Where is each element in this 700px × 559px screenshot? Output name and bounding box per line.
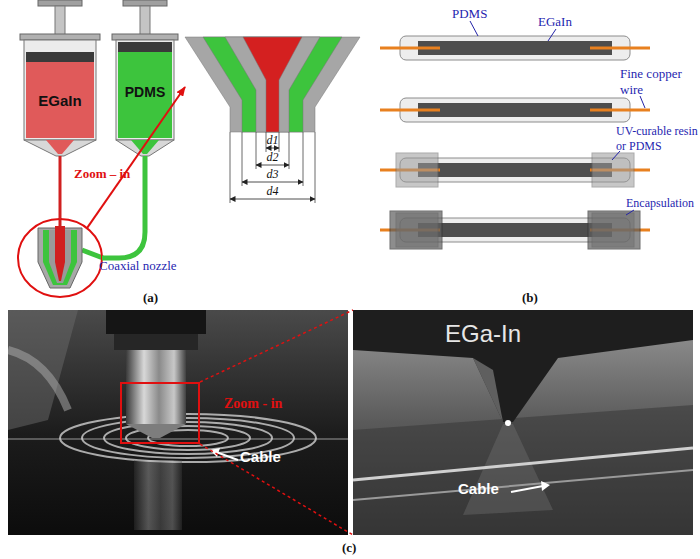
part-name: Fine copper wire — [620, 66, 696, 98]
cable-stage-2-part — [418, 103, 612, 117]
printing-photo-part — [106, 310, 206, 334]
closeup-photo-part — [353, 470, 693, 500]
closeup-photo-part — [541, 481, 550, 491]
dimension-label: d1 — [263, 133, 283, 148]
egain-syringe-part — [24, 40, 96, 140]
cable-stage-3-part — [592, 153, 634, 187]
photo-watermark: EGa-In — [445, 320, 521, 348]
printing-photo-part — [126, 424, 186, 438]
leader-lines — [470, 21, 645, 215]
edge-label: Zoom – in — [74, 166, 130, 182]
part-name: UV-curable resin or PDMS — [616, 124, 700, 154]
nozzle-cross-section-part — [243, 37, 302, 132]
closeup-photo-part — [473, 358, 503, 422]
photo-annotation: Cable — [240, 448, 281, 465]
cable-stage-1-part — [380, 47, 440, 50]
pdms-syringe-part — [112, 34, 178, 40]
syringe-label: PDMS — [112, 84, 178, 100]
nozzle-cross-section-part — [185, 37, 360, 132]
connector — [59, 156, 62, 219]
nozzle-cross-section-part — [225, 37, 320, 132]
printing-photo-part — [114, 334, 198, 350]
printing-photo-part — [134, 460, 182, 530]
zoom-frame: Zoom - in — [120, 382, 200, 444]
pdms-syringe-part — [112, 0, 178, 156]
cable-stage-3-part — [418, 163, 612, 177]
cable-stage-4-part — [588, 211, 640, 249]
cable-stage-1-part — [590, 47, 650, 50]
closeup-photo-part — [511, 486, 543, 492]
nozzle-cross-section-part — [242, 182, 303, 183]
nozzle-highlight-circle: Coaxial nozzle — [17, 218, 103, 298]
egain-syringe-part — [20, 0, 100, 156]
egain-syringe-part — [20, 34, 100, 40]
closeup-photo-part — [353, 310, 693, 535]
printing-photo-part — [210, 448, 220, 457]
nozzle-cross-section-part — [266, 148, 279, 149]
leader-lines-part — [470, 21, 478, 36]
pdms-syringe: PDMS — [112, 0, 178, 156]
cable-stage-3-part — [396, 153, 438, 187]
closeup-photo-part — [353, 310, 693, 535]
pdms-syringe-part — [116, 140, 174, 156]
egain-syringe: EGaIn — [20, 0, 100, 156]
coaxial-nozzle-part — [55, 226, 65, 281]
pdms-syringe-part — [123, 0, 167, 6]
photo-annotation: Cable — [458, 480, 499, 497]
closeup-photo-part — [505, 420, 511, 426]
leader-lines-part — [548, 29, 556, 41]
coaxial-nozzle — [38, 218, 103, 288]
dimension-label: d3 — [263, 167, 283, 182]
dimension-label: d4 — [263, 184, 283, 199]
egain-syringe-part — [26, 52, 94, 62]
cable-stage-2 — [380, 98, 650, 122]
cable-stage-1 — [380, 36, 650, 60]
closeup-photo-part — [353, 310, 693, 422]
part-name: EGaIn — [538, 14, 572, 30]
egain-syringe-part — [24, 140, 96, 156]
part-name: Coaxial nozzle — [99, 258, 177, 274]
cable-stage-4-part — [390, 211, 442, 249]
part-name: PDMS — [452, 6, 487, 22]
printing-photo: Cable Zoom - in — [8, 310, 348, 535]
printing-photo-part — [126, 350, 186, 424]
leader-lines-part — [626, 210, 634, 215]
printing-photo-part — [216, 452, 238, 460]
printing-photo-part — [8, 310, 78, 430]
printing-photo-part — [8, 310, 348, 535]
printing-photo-part — [8, 350, 68, 410]
leader-lines-part — [640, 96, 645, 108]
panel-label: (b) — [522, 290, 538, 306]
dimension-label: d2 — [263, 150, 283, 165]
panel-label: (a) — [143, 290, 158, 306]
zoom-label: Zoom - in — [224, 396, 282, 412]
cable-stage-2-part — [590, 109, 650, 112]
panel-label: (c) — [342, 540, 356, 556]
cable-stage-4 — [380, 211, 650, 249]
nozzle-cross-section-part — [256, 165, 289, 166]
nozzle-cross-section-part — [230, 199, 315, 200]
nozzle-highlight-circle-part — [17, 218, 103, 298]
nozzle-cross-section-part — [203, 37, 342, 132]
nozzle-cross-section: d1 d2 d3 d4 — [185, 32, 360, 207]
egain-syringe-part — [38, 0, 82, 6]
pdms-syringe-part — [118, 42, 172, 52]
printing-photo-part — [8, 438, 348, 440]
cable-stage-1-part — [418, 41, 612, 55]
pdms-syringe-part — [131, 140, 159, 154]
cable-stage-2-part — [380, 109, 440, 112]
part-name: Encapsulation — [626, 196, 694, 211]
printing-photo-part — [8, 310, 348, 535]
closeup-photo-part — [353, 405, 693, 535]
cable-stage-3 — [380, 153, 650, 187]
nozzle-cross-section-part — [230, 132, 315, 203]
cable-stage-4-part — [418, 223, 612, 237]
syringe-label: EGaIn — [20, 92, 100, 109]
egain-syringe-part — [46, 140, 74, 154]
closeup-photo: EGa-InCable — [353, 310, 693, 535]
coaxial-nozzle-part — [82, 250, 103, 258]
nozzle-highlight-circle-part — [18, 219, 102, 297]
